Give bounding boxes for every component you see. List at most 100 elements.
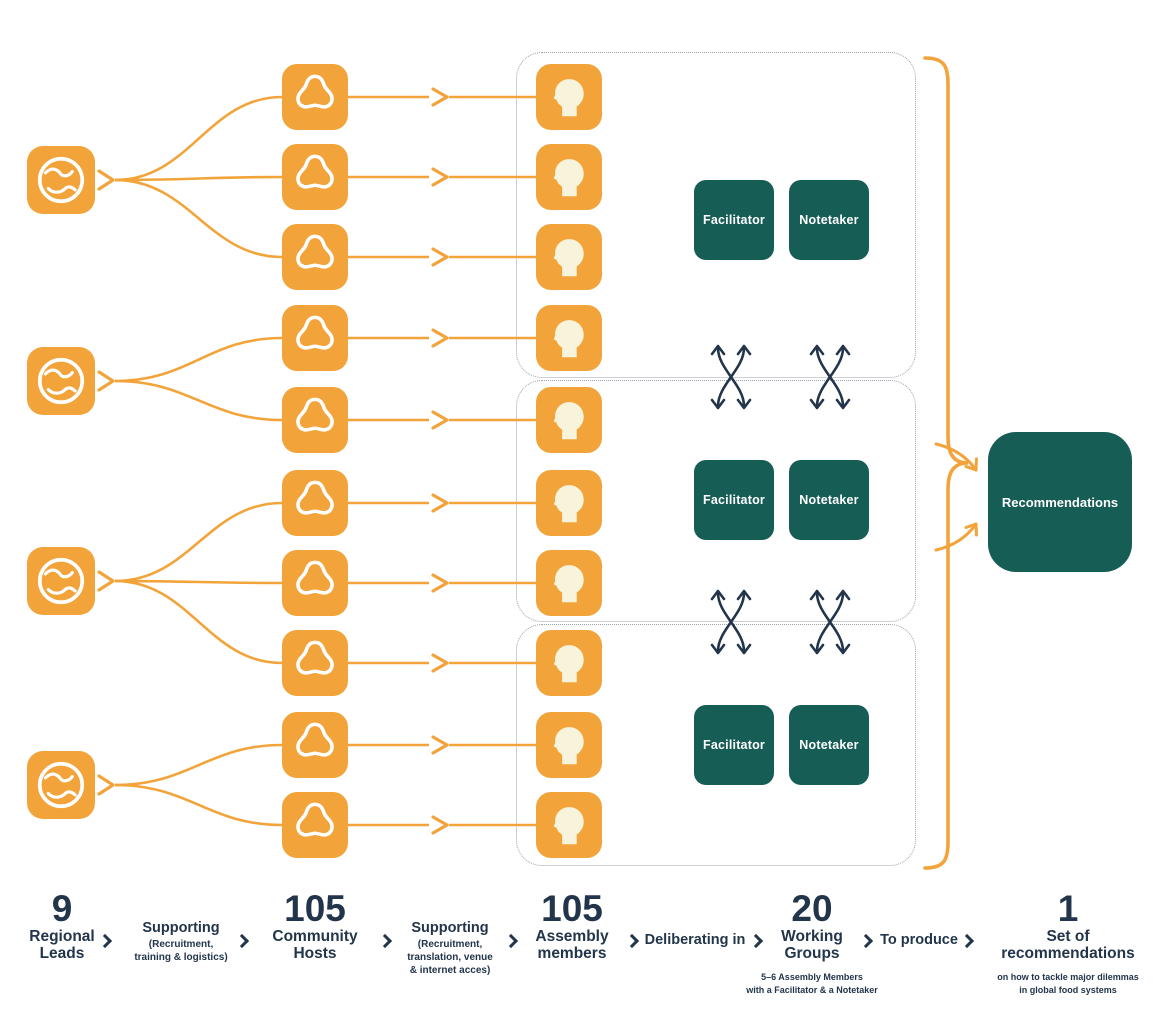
person-head-icon — [553, 807, 584, 845]
assembly-member-icon — [536, 630, 602, 696]
step-count: 105 — [284, 888, 346, 929]
step-count: 1 — [1057, 888, 1079, 929]
curly-brace — [923, 56, 969, 870]
community-host-icon — [282, 305, 348, 371]
chevron-right-icon — [431, 87, 449, 107]
person-head-icon — [553, 320, 584, 358]
swap-arrows-icon — [809, 344, 851, 410]
facilitator-card: Facilitator — [694, 705, 774, 785]
recommendations-card: Recommendations — [988, 432, 1132, 572]
swap-arrows-icon — [710, 344, 752, 410]
person-head-icon — [553, 565, 584, 603]
globe-icon — [37, 557, 85, 605]
assembly-member-icon — [536, 387, 602, 453]
step-deliberating-in: Deliberating in — [638, 932, 752, 948]
step-title: Supporting — [142, 920, 220, 936]
community-host-icon — [282, 712, 348, 778]
person-head-icon — [553, 402, 584, 440]
globe-icon — [37, 357, 85, 405]
person-head-icon — [553, 159, 584, 197]
regional-lead-globe-icon — [27, 146, 95, 214]
assembly-member-icon — [536, 144, 602, 210]
community-host-icon — [282, 64, 348, 130]
chevron-right-icon — [431, 493, 449, 513]
swap-arrows-icon — [809, 589, 851, 655]
community-host-icon — [282, 550, 348, 616]
assembly-member-icon — [536, 792, 602, 858]
assembly-member-icon — [536, 712, 602, 778]
chevron-right-icon — [431, 247, 449, 267]
lead-to-host-link — [114, 379, 283, 422]
lead-to-host-link — [114, 178, 283, 259]
step-working-groups: 20 Working Groups 5–6 Assembly Members w… — [737, 890, 887, 996]
step-community-hosts: 105 Community Hosts — [258, 890, 372, 962]
chevron-right-icon — [431, 410, 449, 430]
community-host-icon — [282, 224, 348, 290]
facilitator-card: Facilitator — [694, 180, 774, 260]
lead-to-host-link — [114, 579, 283, 665]
step-label: Assembly members — [535, 927, 609, 963]
regional-lead-globe-icon — [27, 347, 95, 415]
working-group-box-2 — [516, 380, 916, 622]
globe-icon — [37, 156, 85, 204]
chevron-right-icon — [97, 370, 115, 392]
lead-to-host-link — [114, 783, 283, 827]
step-label: Working Groups — [781, 927, 843, 963]
step-count: 20 — [791, 888, 833, 929]
step-label: Regional Leads — [29, 927, 95, 963]
step-note: on how to tackle major dilemmas in globa… — [997, 972, 1139, 995]
step-supporting-2: Supporting (Recruitment, translation, ve… — [394, 920, 506, 977]
step-title: Supporting — [411, 920, 489, 936]
facilitator-card: Facilitator — [694, 460, 774, 540]
step-assembly-members: 105 Assembly members — [515, 890, 629, 962]
step-count: 105 — [541, 888, 603, 929]
assembly-member-icon — [536, 305, 602, 371]
trefoil-icon — [296, 315, 334, 350]
step-subtitle: (Recruitment, translation, venue & inter… — [407, 939, 493, 976]
lead-to-host-link — [114, 501, 283, 583]
globe-icon — [37, 761, 85, 809]
community-host-icon — [282, 387, 348, 453]
regional-lead-globe-icon — [27, 751, 95, 819]
trefoil-icon — [296, 722, 334, 757]
lead-to-host-link — [114, 336, 283, 383]
person-head-icon — [553, 79, 584, 117]
person-head-icon — [553, 645, 584, 683]
step-label: Set of recommendations — [1001, 927, 1135, 963]
step-to-produce: To produce — [877, 932, 961, 948]
lead-to-host-link — [114, 175, 283, 182]
person-head-icon — [553, 485, 584, 523]
step-supporting-1: Supporting (Recruitment, training & logi… — [120, 920, 242, 964]
chevron-right-icon — [97, 774, 115, 796]
person-head-icon — [553, 727, 584, 765]
chevron-right-icon — [431, 328, 449, 348]
trefoil-icon — [296, 560, 334, 595]
chevron-right-icon — [97, 169, 115, 191]
trefoil-icon — [296, 640, 334, 675]
assembly-member-icon — [536, 64, 602, 130]
chevron-right-icon — [431, 735, 449, 755]
notetaker-card: Notetaker — [789, 705, 869, 785]
chevron-right-icon — [431, 815, 449, 835]
trefoil-icon — [296, 802, 334, 837]
step-count: 9 — [51, 888, 73, 929]
community-host-icon — [282, 470, 348, 536]
community-host-icon — [282, 630, 348, 696]
step-label: Community Hosts — [272, 927, 358, 963]
converging-arrows-icon — [934, 442, 978, 552]
chevron-right-icon — [431, 573, 449, 593]
lead-to-host-link — [114, 743, 283, 787]
swap-arrows-icon — [710, 589, 752, 655]
chevron-right-icon — [431, 167, 449, 187]
step-recommendations: 1 Set of recommendations on how to tackl… — [985, 890, 1151, 996]
step-title: To produce — [880, 932, 958, 948]
working-group-box-1 — [516, 52, 916, 378]
regional-lead-globe-icon — [27, 547, 95, 615]
lead-to-host-link — [114, 95, 283, 182]
trefoil-icon — [296, 480, 334, 515]
trefoil-icon — [296, 234, 334, 269]
community-host-icon — [282, 144, 348, 210]
notetaker-card: Notetaker — [789, 180, 869, 260]
